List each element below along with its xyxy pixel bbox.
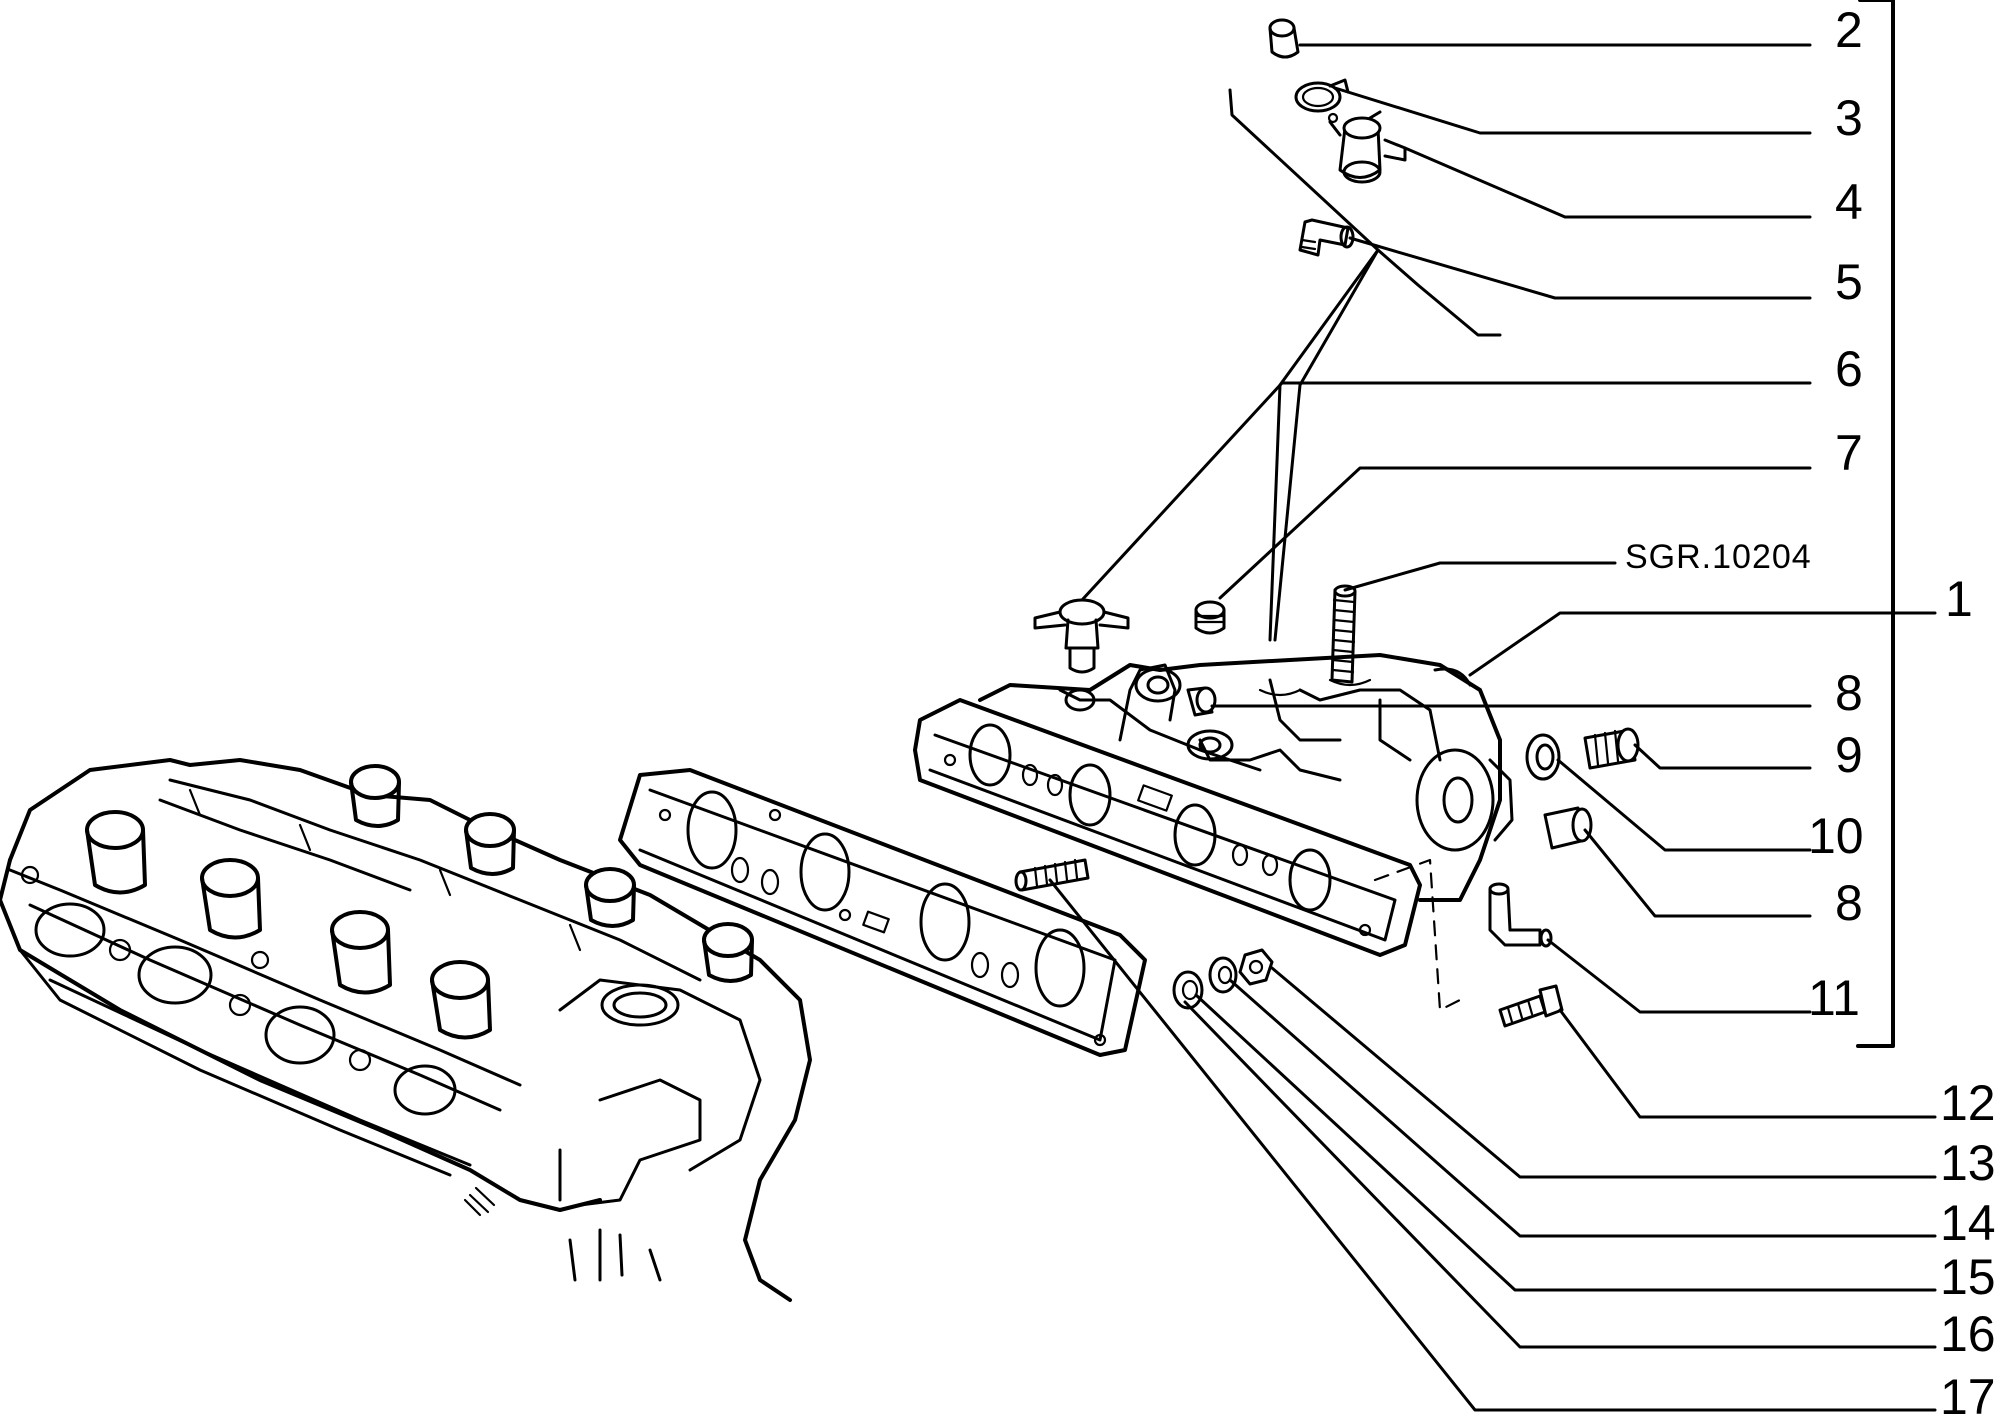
part-3-hose-clamp bbox=[1294, 78, 1350, 113]
callout-9: 9 bbox=[1835, 727, 1863, 783]
callout-4: 4 bbox=[1835, 174, 1863, 230]
part-16-washer bbox=[1172, 970, 1204, 1010]
callout-13: 13 bbox=[1940, 1135, 1996, 1191]
cylinder-head-drawing bbox=[0, 758, 812, 1302]
callout-15: 15 bbox=[1940, 1249, 1996, 1305]
part-6-wing-fitting bbox=[1033, 598, 1130, 674]
callout-14: 14 bbox=[1940, 1195, 1996, 1251]
reference-code: SGR.10204 bbox=[1625, 538, 1812, 576]
part-8-sleeve-lower bbox=[1543, 806, 1593, 850]
part-17-stud bbox=[1014, 858, 1090, 892]
callout-10: 10 bbox=[1808, 808, 1864, 864]
callout-11: 11 bbox=[1808, 970, 1860, 1026]
part-stud-sgr bbox=[1330, 584, 1357, 684]
callout-8-upper: 8 bbox=[1835, 665, 1863, 721]
tappet-group bbox=[85, 764, 754, 1040]
callout-5: 5 bbox=[1835, 254, 1863, 310]
part-2-cap bbox=[1268, 18, 1300, 59]
part-14-nut bbox=[1238, 948, 1274, 986]
part-15-washer bbox=[1208, 956, 1238, 994]
part-9-plug bbox=[1583, 727, 1640, 770]
callout-7: 7 bbox=[1835, 425, 1863, 481]
part-8-sleeve-upper bbox=[1186, 686, 1217, 717]
callout-1: 1 bbox=[1945, 571, 1973, 627]
part-11-elbow-fitting bbox=[1488, 882, 1553, 948]
callout-labels: 2 3 4 5 6 7 SGR.10204 1 8 9 10 8 11 12 1… bbox=[1625, 2, 1996, 1419]
part-10-washer bbox=[1525, 733, 1561, 781]
manifold-gasket-drawing bbox=[618, 768, 1147, 1057]
part-4-fitting bbox=[1327, 110, 1407, 184]
leader-lines bbox=[1048, 0, 1937, 1412]
callout-6: 6 bbox=[1835, 341, 1863, 397]
small-parts bbox=[1014, 18, 1640, 1028]
part-5-elbow bbox=[1298, 218, 1355, 257]
callout-12: 12 bbox=[1940, 1075, 1996, 1131]
part-12-bolt bbox=[1498, 984, 1564, 1028]
part-7-nut bbox=[1194, 600, 1226, 635]
callout-3: 3 bbox=[1835, 90, 1863, 146]
callout-16: 16 bbox=[1940, 1306, 1996, 1362]
callout-17: 17 bbox=[1940, 1369, 1996, 1419]
callout-2: 2 bbox=[1835, 2, 1863, 58]
intake-manifold-drawing bbox=[913, 653, 1514, 1012]
callout-8-lower: 8 bbox=[1835, 875, 1863, 931]
